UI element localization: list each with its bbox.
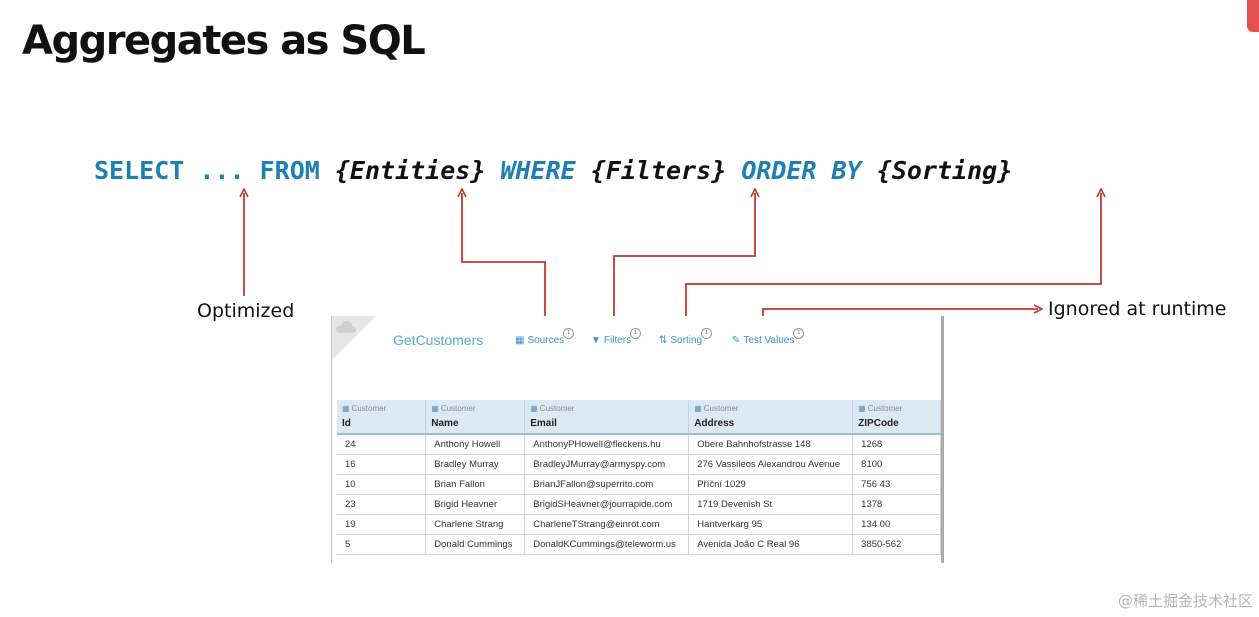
cell-email: AnthonyPHowell@fleckens.hu [524, 434, 690, 455]
designer-corner [332, 316, 376, 360]
aggregate-name[interactable]: GetCustomers [393, 332, 484, 348]
cell-id: 19 [337, 514, 427, 535]
cell-email: BrianJFallon@superrito.com [524, 474, 690, 495]
table-row: 19 Charlene Strang CharleneTStrang@einro… [337, 514, 941, 535]
sources-count-badge: 1 [563, 328, 575, 339]
cell-id: 23 [337, 494, 427, 515]
cell-id: 5 [337, 534, 427, 555]
sql-where-keyword: WHERE [500, 156, 576, 185]
toolbar-sorting-label: Sorting [670, 335, 703, 346]
cell-zipcode: 756 43 [852, 474, 941, 495]
table-icon: ▦ [515, 335, 525, 346]
sql-entities-placeholder: {Entities} [334, 156, 486, 185]
cell-id: 10 [337, 474, 427, 495]
sql-sorting-placeholder: {Sorting} [876, 156, 1013, 185]
entity-icon: ▦ [858, 404, 866, 413]
cell-address: Hantverkarg 95 [688, 514, 854, 535]
toolbar-filters[interactable]: ▼Filters 1 [591, 328, 642, 346]
toolbar-test-values[interactable]: ✎Test Values 1 [732, 328, 805, 346]
entity-icon: ▦ [694, 404, 702, 413]
column-entity: Customer [703, 404, 739, 413]
column-entity: Customer [539, 404, 575, 413]
arrow-sorting-to-orderby [685, 193, 1101, 318]
toolbar-test-values-label: Test Values [743, 335, 795, 346]
aggregate-designer: GetCustomers ▦Sources 1 ▼Filters 1 ⇅Sort… [331, 316, 944, 563]
column-attribute: Email [530, 418, 557, 429]
column-entity: Customer [867, 404, 903, 413]
toolbar-sources[interactable]: ▦Sources 1 [515, 328, 575, 346]
cloud-icon [335, 321, 356, 333]
cell-email: CharleneTStrang@einrot.com [524, 514, 690, 535]
cell-zipcode: 1378 [852, 494, 941, 515]
cell-name: Brigid Heavner [425, 494, 526, 515]
cell-name: Brian Fallon [425, 474, 526, 495]
callout-ignored-at-runtime: Ignored at runtime [1048, 298, 1227, 320]
toolbar-sources-label: Sources [527, 335, 565, 346]
column-entity: Customer [440, 404, 476, 413]
slide-title: Aggregates as SQL [22, 18, 426, 64]
toolbar-sorting[interactable]: ⇅Sorting 1 [659, 328, 713, 346]
sql-ellipsis: ... [199, 156, 245, 185]
cell-name: Charlene Strang [425, 514, 526, 535]
entity-icon: ▦ [431, 404, 439, 413]
column-entity: Customer [351, 404, 387, 413]
cell-zipcode: 3850-562 [852, 534, 941, 555]
table-row: 5 Donald Cummings DonaldKCummings@telewo… [337, 534, 941, 555]
entity-icon: ▦ [530, 404, 538, 413]
cell-zipcode: 134 00 [852, 514, 941, 535]
table-row: 10 Brian Fallon BrianJFallon@superrito.c… [337, 474, 941, 495]
toolbar-filters-label: Filters [603, 335, 632, 346]
column-attribute: Address [694, 418, 735, 429]
cell-address: Obere Bahnhofstrasse 148 [688, 434, 854, 455]
sql-order-by-keyword: ORDER BY [741, 156, 862, 185]
table-row: 16 Bradley Murray BradleyJMurray@armyspy… [337, 454, 941, 475]
sql-filters-placeholder: {Filters} [590, 156, 727, 185]
cell-name: Anthony Howell [425, 434, 526, 455]
sql-statement: SELECT ... FROM {Entities} WHERE {Filter… [94, 156, 1012, 185]
sql-from-keyword: FROM [259, 156, 320, 185]
cell-name: Donald Cummings [425, 534, 526, 555]
cell-address: Příční 1029 [688, 474, 854, 495]
sql-select-keyword: SELECT [94, 156, 185, 185]
cell-name: Bradley Murray [425, 454, 526, 475]
sorting-count-badge: 1 [701, 328, 713, 339]
cell-email: BrigidSHeavner@jourrapide.com [524, 494, 690, 515]
arrow-sources-to-entities [462, 193, 546, 318]
watermark: @稀土掘金技术社区 [1117, 592, 1253, 610]
cell-id: 16 [337, 454, 427, 475]
cell-email: DonaldKCummings@teleworm.us [524, 534, 690, 555]
presenter-badge-icon [1247, 0, 1259, 32]
table-row: 23 Brigid Heavner BrigidSHeavner@jourrap… [337, 494, 941, 515]
filters-count-badge: 1 [630, 328, 642, 339]
sort-icon: ⇅ [659, 335, 668, 346]
cell-id: 24 [337, 434, 427, 455]
column-attribute: Id [342, 418, 351, 429]
callout-optimized: Optimized [197, 300, 295, 322]
cell-zipcode: 8100 [852, 454, 941, 475]
cell-address: 276 Vassileos Alexandrou Avenue [688, 454, 854, 475]
column-attribute: Name [431, 418, 459, 429]
cell-zipcode: 1268 [852, 434, 941, 455]
arrow-filters-to-where [613, 193, 755, 318]
edit-icon: ✎ [732, 335, 741, 346]
column-attribute: ZIPCode [858, 418, 899, 429]
filter-icon: ▼ [591, 335, 601, 346]
cell-email: BradleyJMurray@armyspy.com [524, 454, 690, 475]
cell-address: 1719 Devenish St [688, 494, 854, 515]
test-values-count-badge: 1 [793, 328, 805, 339]
table-row: 24 Anthony Howell AnthonyPHowell@flecken… [337, 434, 941, 455]
entity-icon: ▦ [342, 404, 350, 413]
cell-address: Avenida João C Real 96 [688, 534, 854, 555]
